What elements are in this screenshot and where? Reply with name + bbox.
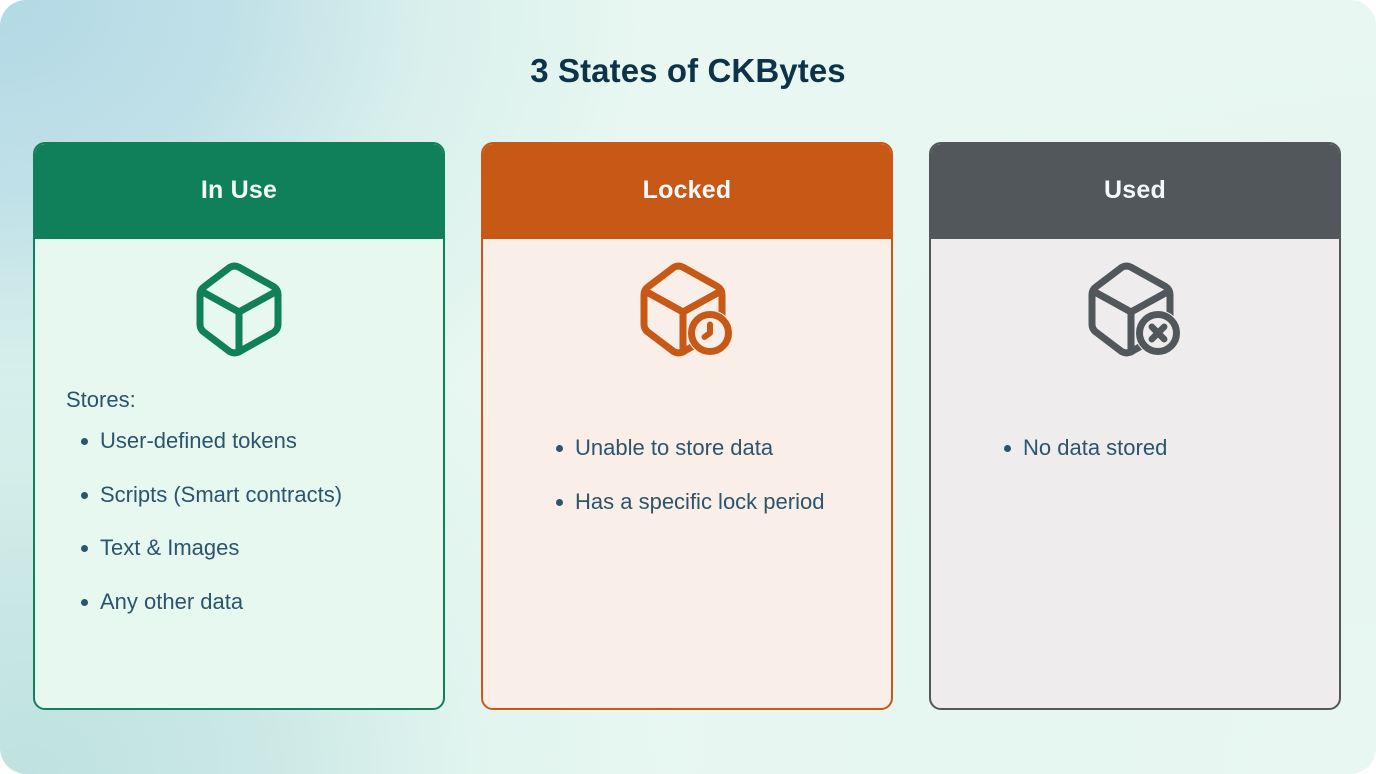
card-in-use-header-label: In Use [200, 176, 278, 204]
list-item: Has a specific lock period [509, 488, 865, 516]
list-item: Text & Images [61, 534, 417, 562]
card-used-body: No data stored [931, 379, 1339, 462]
card-used: Used No data stored [929, 142, 1341, 710]
box-x-icon [931, 239, 1339, 379]
list-item: Any other data [61, 588, 417, 616]
box-clock-icon [483, 239, 891, 379]
box-icon [35, 239, 443, 379]
card-used-bullet-list: No data stored [957, 434, 1313, 462]
card-in-use-body: Stores: User-defined tokens Scripts (Sma… [35, 379, 443, 615]
card-used-header: Used [931, 144, 1339, 239]
card-locked-header: Locked [483, 144, 891, 239]
card-locked-body: Unable to store data Has a specific lock… [483, 379, 891, 515]
card-in-use-intro: Stores: [66, 387, 136, 412]
page-title: 3 States of CKBytes [530, 52, 846, 89]
list-item: Scripts (Smart contracts) [61, 481, 417, 509]
card-in-use-bullet-list: User-defined tokens Scripts (Smart contr… [61, 427, 417, 615]
card-locked-header-label: Locked [642, 176, 732, 204]
list-item: No data stored [957, 434, 1313, 462]
card-in-use-header: In Use [35, 144, 443, 239]
list-item: User-defined tokens [61, 427, 417, 455]
card-locked-bullet-list: Unable to store data Has a specific lock… [509, 434, 865, 515]
card-used-header-label: Used [1104, 176, 1166, 204]
card-in-use: In Use Stores: User-defined tokens Scrip… [33, 142, 445, 710]
card-locked: Locked Unable to store data Has a specif… [481, 142, 893, 710]
list-item: Unable to store data [509, 434, 865, 462]
